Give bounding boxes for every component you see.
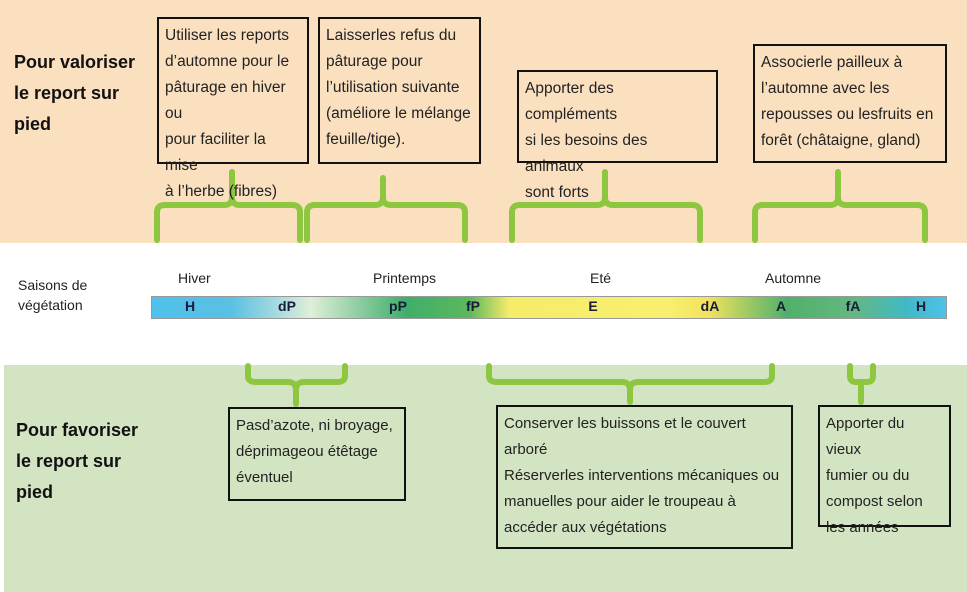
season-hiver: Hiver xyxy=(178,270,211,286)
bar-code: pP xyxy=(389,298,407,314)
label-line: le report sur xyxy=(16,451,122,471)
season-automne: Automne xyxy=(765,270,822,286)
bar-code: A xyxy=(775,298,787,314)
bar-code: fP xyxy=(466,298,480,314)
brace-top-3 xyxy=(509,169,703,243)
bar-code: E xyxy=(588,298,598,314)
brace-top-2 xyxy=(304,175,468,243)
brace-bot-1 xyxy=(245,363,348,407)
bar-code: H xyxy=(915,298,927,314)
brace-bot-3 xyxy=(847,363,876,405)
label-line: Pour favoriser xyxy=(16,420,139,440)
bar-code: dP xyxy=(278,298,296,314)
brace-bot-2 xyxy=(486,363,775,405)
label-line: pied xyxy=(14,114,52,134)
favoriser-band xyxy=(4,365,967,592)
valoriser-label: Pour valoriser le report sur pied xyxy=(14,47,135,140)
label-line: pied xyxy=(16,482,54,502)
bar-code: H xyxy=(184,298,196,314)
season-ete: Eté xyxy=(590,270,612,286)
label-line: Pour valoriser xyxy=(14,52,136,72)
brace-top-4 xyxy=(752,169,928,243)
label-line: le report sur xyxy=(14,83,120,103)
favoriser-label: Pour favoriser le report sur pied xyxy=(16,415,138,508)
bar-code: dA xyxy=(700,298,720,314)
season-printemps: Printemps xyxy=(373,270,437,286)
bar-code: fA xyxy=(845,298,861,314)
brace-top-1 xyxy=(154,169,303,243)
season-bar xyxy=(151,296,947,319)
bottom-box-1: Pasd’azote, ni broyage,déprimageou étêta… xyxy=(228,407,406,501)
